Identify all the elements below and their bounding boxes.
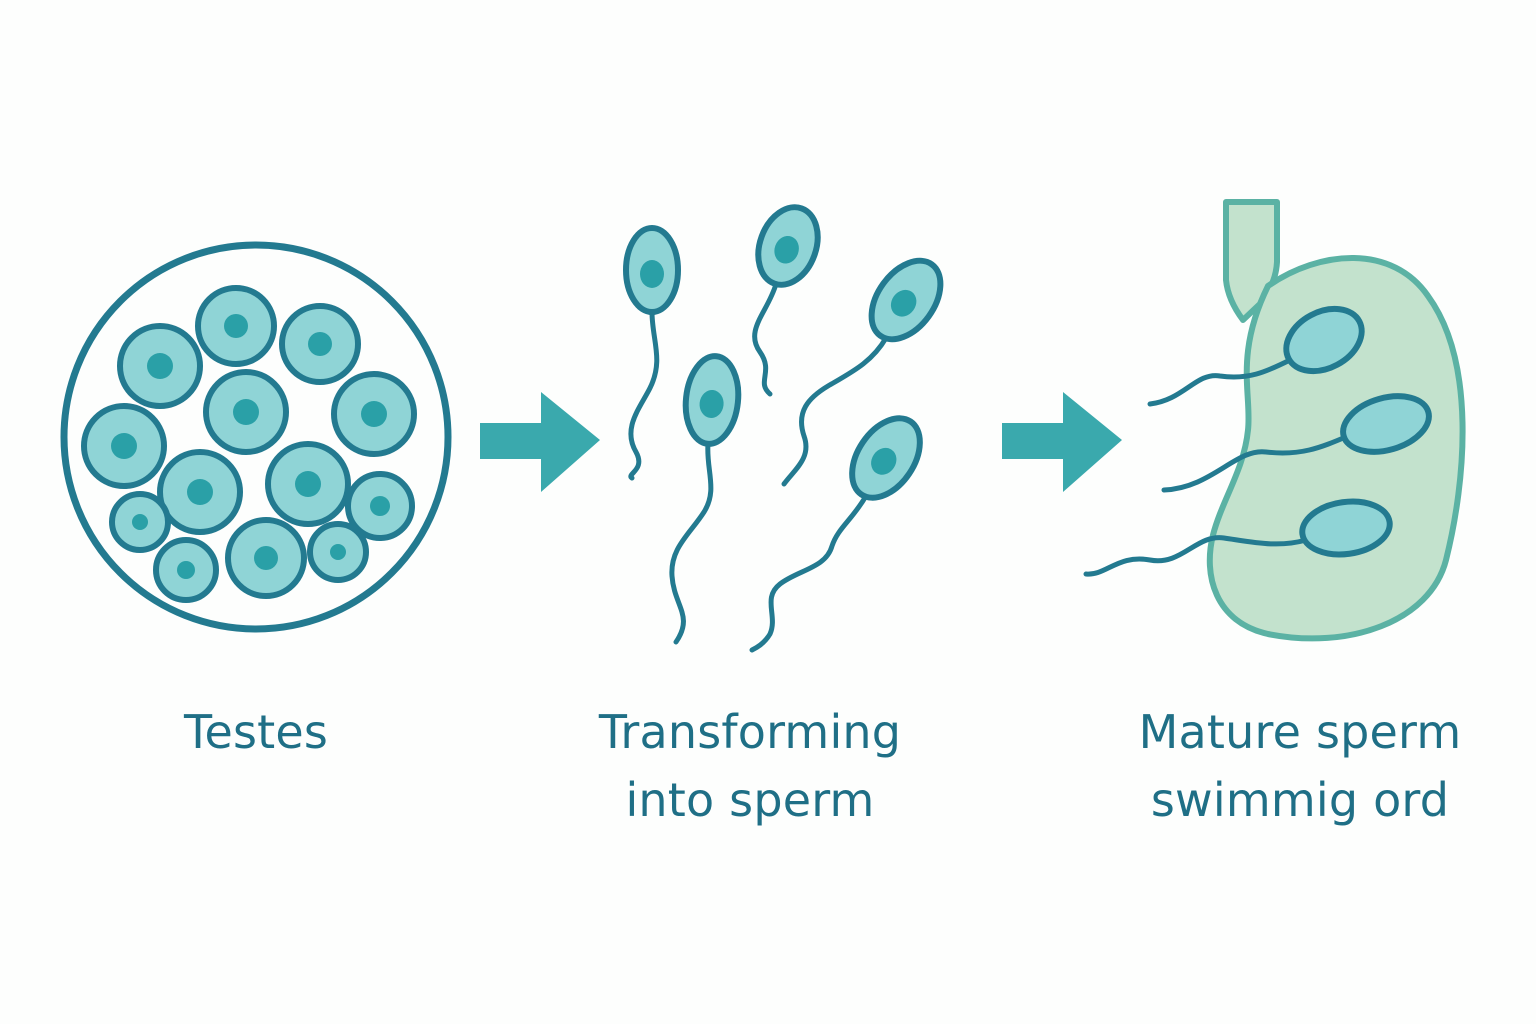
cell	[153, 537, 219, 603]
sperm-tail	[1161, 433, 1351, 493]
cell	[307, 521, 369, 583]
arrow-shape-1	[480, 392, 600, 492]
sperm-4	[669, 353, 742, 645]
cell	[225, 517, 307, 599]
cell	[265, 441, 351, 527]
sperm-nucleus	[774, 235, 799, 264]
cell-nucleus	[295, 471, 321, 497]
cell-nucleus	[370, 496, 390, 516]
cell-nucleus	[224, 314, 248, 338]
sperm-tail	[1147, 357, 1293, 407]
sperm-tail	[752, 281, 779, 397]
sperm-head	[1283, 305, 1365, 375]
mature-sperm-3	[1083, 498, 1393, 577]
cell-nucleus	[254, 546, 278, 570]
cell-cluster	[81, 285, 417, 603]
cell	[81, 403, 167, 489]
sperm-5	[749, 415, 923, 653]
sperm-1	[623, 225, 681, 481]
sperm-tail	[781, 335, 889, 487]
sperm-nucleus	[640, 260, 664, 288]
sperm-nucleus	[871, 447, 897, 475]
arrow-shape-2	[1002, 392, 1122, 492]
cell-nucleus	[177, 561, 195, 579]
sperm-head	[1340, 393, 1432, 455]
epididymis-organ-icon	[1083, 199, 1466, 642]
cell-nucleus	[308, 332, 332, 356]
sperm-nucleus	[699, 389, 724, 418]
cell-nucleus	[361, 401, 387, 427]
cell	[195, 285, 277, 367]
sperm-2	[752, 204, 821, 397]
caption-line: Mature sperm	[1138, 705, 1462, 759]
sperm-tail	[749, 493, 869, 653]
sperm-cells-icon	[623, 204, 944, 653]
cell	[157, 449, 243, 535]
caption-transforming: Transforming into sperm	[570, 698, 930, 834]
caption-testes: Testes	[96, 698, 416, 766]
caption-line: Testes	[183, 705, 329, 759]
testes-cells-icon	[60, 241, 452, 633]
right-arrow-icon	[1002, 392, 1122, 492]
caption-line: swimmig ord	[1150, 773, 1450, 827]
cell-nucleus	[187, 479, 213, 505]
cell	[345, 471, 415, 541]
caption-line: into sperm	[625, 773, 875, 827]
cell	[203, 369, 289, 455]
cell	[279, 303, 361, 385]
sperm-nucleus	[890, 289, 917, 317]
cell-nucleus	[330, 544, 346, 560]
caption-line: Transforming	[598, 705, 902, 759]
sperm-3	[781, 257, 944, 487]
cell	[117, 323, 203, 409]
mature-sperm-1	[1147, 305, 1365, 407]
sperm-tail	[669, 441, 714, 645]
sperm-tail	[628, 309, 660, 481]
sperm-head	[1299, 498, 1393, 558]
cell-nucleus	[147, 353, 173, 379]
cell-nucleus	[111, 433, 137, 459]
cell	[331, 371, 417, 457]
cell-nucleus	[132, 514, 148, 530]
right-arrow-icon	[480, 392, 600, 492]
cell-nucleus	[233, 399, 259, 425]
sperm-tail	[1083, 535, 1309, 577]
caption-mature: Mature sperm swimmig ord	[1110, 698, 1490, 834]
mature-sperm-2	[1161, 393, 1432, 493]
cell	[109, 491, 171, 553]
mature-sperm-group	[1083, 305, 1432, 577]
